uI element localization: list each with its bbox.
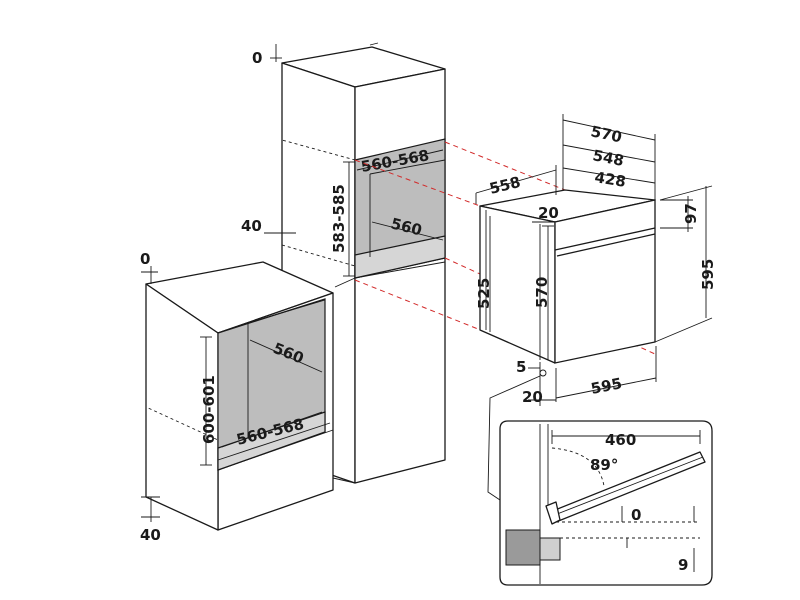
oven-dimensions: 558 570 548 428 20 97 595 525 570 595 [475, 114, 717, 406]
base-niche [217, 298, 331, 471]
oven-width-428-label: 428 [593, 168, 627, 191]
oven-bottom-5-label: 5 [516, 358, 526, 376]
base-top-gap-label: 0 [140, 250, 150, 268]
oven-width-595-label: 595 [589, 374, 623, 398]
door-gap-9-label: 9 [678, 556, 688, 574]
oven-height-525-label: 525 [475, 278, 493, 309]
col-side-gap-label: 40 [241, 217, 262, 235]
door-angle-label: 89° [590, 456, 618, 474]
base-bottom-gap-label: 40 [140, 526, 161, 544]
oven-height-595-label: 595 [699, 259, 717, 290]
col-top-gap-label: 0 [252, 49, 262, 67]
door-gap-0-label: 0 [631, 506, 641, 524]
column-niche [354, 138, 446, 279]
door-detail: 460 89° 0 9 [487, 375, 713, 586]
oven-height-570-label: 570 [533, 277, 551, 308]
oven-width-570-label: 570 [589, 122, 623, 146]
oven-width-548-label: 548 [591, 146, 625, 170]
oven-panel-97-label: 97 [682, 203, 700, 224]
oven-depth-558-label: 558 [488, 173, 523, 198]
col-niche-height-label: 583-585 [330, 184, 348, 253]
base-niche-height-label: 600-601 [200, 375, 218, 444]
oven [479, 189, 656, 364]
oven-bottom-20-label: 20 [522, 388, 543, 406]
oven-top-20-label: 20 [538, 204, 559, 222]
door-open-460-label: 460 [605, 431, 636, 449]
